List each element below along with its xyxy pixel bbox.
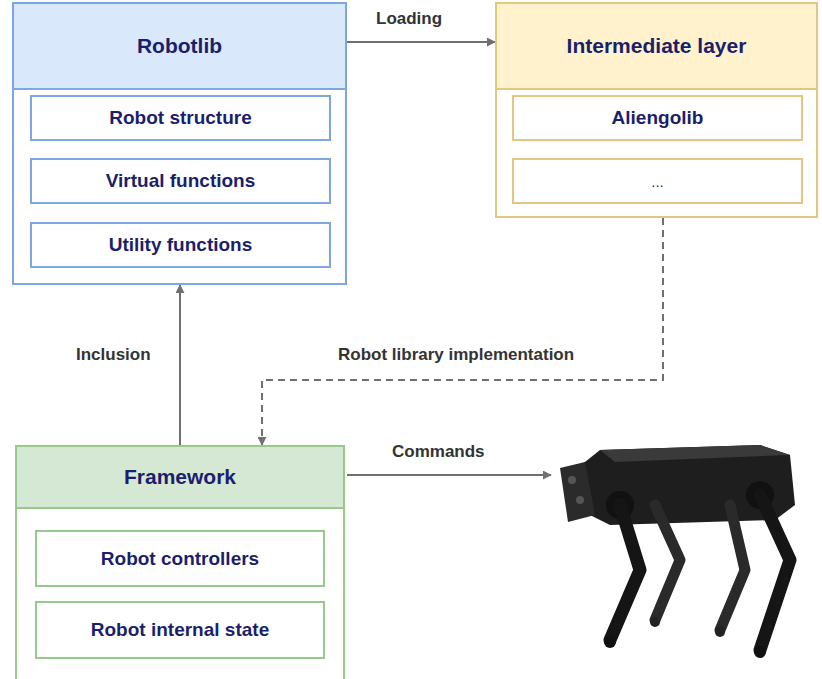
component-label: Robot structure: [109, 107, 252, 129]
quadruped-robot: [560, 445, 795, 658]
dashed-connector: [262, 218, 663, 445]
component-label: Virtual functions: [106, 170, 256, 192]
component-box: Robot structure: [30, 95, 331, 141]
component-box: ...: [512, 158, 803, 204]
edge-label: Inclusion: [72, 344, 155, 366]
component-label: ...: [651, 173, 664, 190]
container-box: RobotlibRobot structureVirtual functions…: [12, 2, 347, 285]
connector-arrow: [347, 41, 495, 43]
header-title: Framework: [124, 465, 236, 489]
edge-label: Robot library implementation: [334, 344, 578, 366]
robot-leg: [655, 505, 680, 620]
component-box: Robot internal state: [35, 601, 325, 659]
header-bar: Framework: [17, 447, 343, 509]
component-box: Robot controllers: [35, 530, 325, 587]
header-title: Intermediate layer: [567, 34, 747, 58]
robot-foot: [650, 617, 660, 627]
arrow-label: Commands: [388, 441, 489, 463]
component-label: Utility functions: [109, 234, 253, 256]
command-arrow: [347, 474, 551, 476]
component-box: Aliengolib: [512, 95, 803, 141]
header-bar: Robotlib: [14, 4, 345, 90]
robot-foot: [754, 646, 766, 658]
container-box: Intermediate layerAliengolib...: [495, 2, 818, 218]
robot-foot: [715, 627, 725, 637]
component-label: Aliengolib: [612, 107, 704, 129]
component-box: Utility functions: [30, 222, 331, 268]
component-label: Robot controllers: [101, 548, 259, 570]
connector-arrow: [179, 285, 181, 445]
robot-leg: [720, 505, 745, 630]
component-label: Robot internal state: [91, 619, 269, 641]
header-bar: Intermediate layer: [497, 4, 816, 90]
edge-label: Loading: [372, 8, 446, 30]
header-title: Robotlib: [137, 34, 222, 58]
robot-sensor: [568, 476, 576, 484]
robot-top: [600, 445, 790, 462]
robot-leg: [610, 505, 640, 640]
robot-foot: [604, 636, 616, 648]
container-box: FrameworkRobot controllersRobot internal…: [15, 445, 345, 679]
robot-sensor: [576, 496, 584, 504]
robot-head: [560, 462, 595, 522]
robot-leg: [760, 495, 790, 650]
component-box: Virtual functions: [30, 158, 331, 204]
